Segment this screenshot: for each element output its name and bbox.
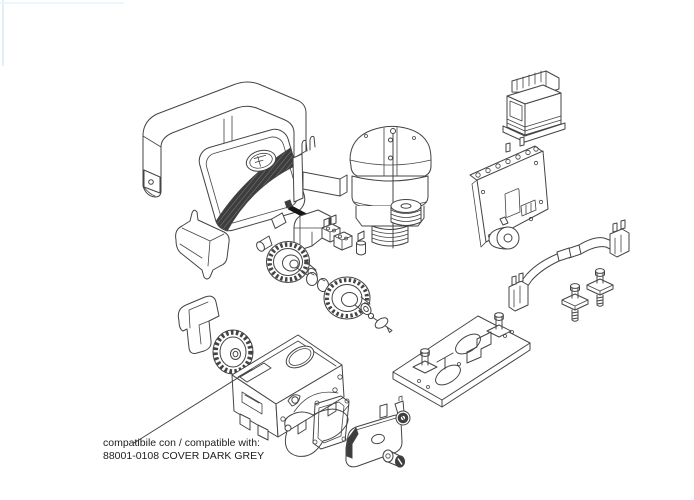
leader-line (133, 368, 253, 444)
selection-hint-horizontal (0, 2, 124, 4)
capacitor (488, 216, 520, 250)
motor-mount-bracket-part (292, 135, 348, 203)
gearbox-housing-part (231, 334, 345, 441)
fuse-part (356, 230, 366, 256)
gasket-frame-part (312, 395, 350, 450)
end-cap-bracket-part (175, 209, 230, 280)
control-board-panel-part (469, 136, 549, 250)
motor-pulley-part (390, 199, 422, 226)
limit-stop-strap-right-part (566, 219, 630, 259)
output-gear-part (323, 276, 372, 320)
lock-barrel-part (382, 449, 406, 468)
limit-stop-strap-left-part (508, 247, 572, 312)
compatibility-note: compatibile con / compatible with: 88001… (103, 437, 264, 463)
brand-logo (245, 149, 277, 172)
terminal-blocks-part (321, 223, 353, 251)
retaining-clips-part (306, 272, 329, 292)
release-cable-loop-part (284, 404, 350, 457)
lock-cylinder-part (394, 395, 411, 426)
selection-hint-vertical (2, 0, 4, 66)
release-rod (390, 128, 396, 249)
motor-assembly-part (349, 125, 432, 249)
foundation-plate-part (392, 312, 531, 408)
transformer-part (502, 70, 566, 143)
compatibility-note-line2: 88001-0108 COVER DARK GREY (103, 450, 265, 462)
anchor-bolts-part (561, 268, 614, 322)
front-cover-panel-part (198, 128, 306, 232)
release-lever-part (284, 199, 337, 251)
compatibility-note-line1: compatibile con / compatible with: (103, 437, 260, 449)
pinion-cover-part (177, 295, 220, 354)
worm-gear-drum-part (256, 235, 318, 283)
fixing-screw-part (367, 312, 393, 333)
pinion-gear-part (212, 329, 254, 375)
